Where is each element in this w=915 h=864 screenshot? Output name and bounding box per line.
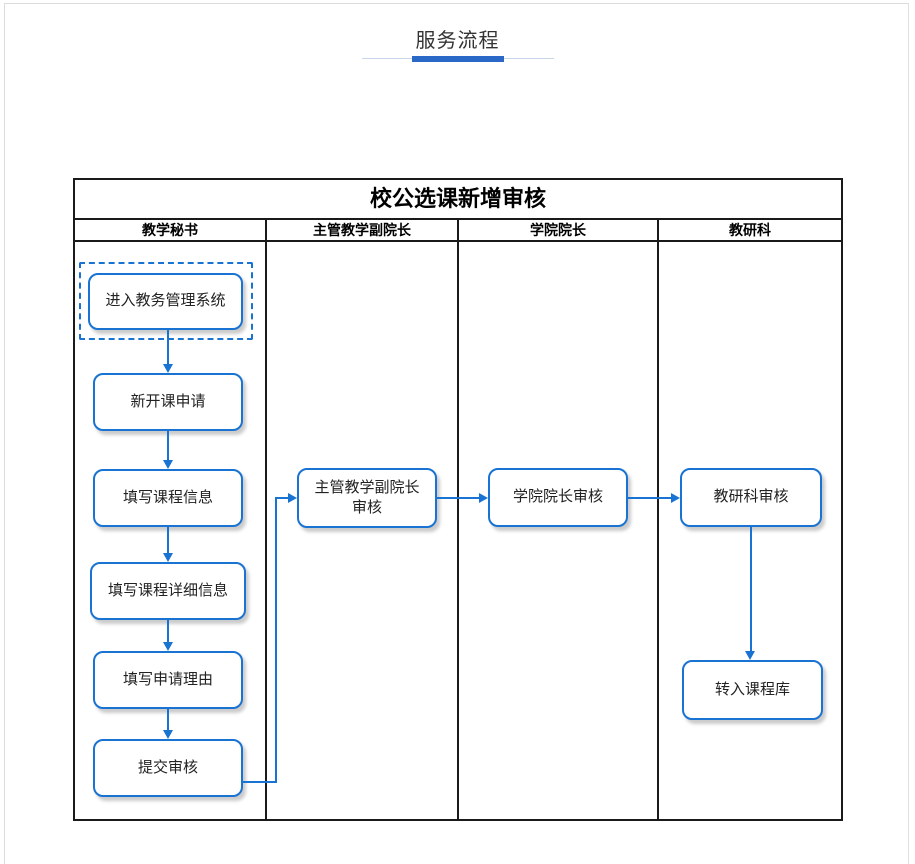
start-node-dashed-frame: [79, 262, 253, 340]
flow-node-label: 提交审核: [137, 758, 198, 776]
flow-node-submit-review: 提交审核: [93, 739, 243, 797]
flow-connector: [628, 497, 671, 499]
lane-header-vice-dean: 主管教学副院长: [313, 222, 411, 238]
flow-connector: [750, 527, 752, 651]
flow-node-label: 新开课申请: [130, 392, 206, 410]
flow-node-enter-system: 进入教务管理系统: [88, 273, 243, 330]
lane-separator-1: [265, 220, 267, 819]
flow-node-label: 填写课程详细信息: [107, 581, 228, 599]
flow-arrowhead: [163, 553, 173, 562]
flow-node-label: 教研科审核: [713, 488, 789, 506]
lane-header-teaching-secretary: 教学秘书: [142, 222, 198, 238]
flow-node-transfer-course-library: 转入课程库: [682, 660, 823, 720]
flow-node-label: 填写课程信息: [122, 488, 213, 506]
flow-arrowhead: [745, 651, 755, 660]
flow-arrowhead: [288, 493, 297, 503]
flow-node-vice-dean-review: 主管教学副院长 审核: [297, 468, 437, 528]
flow-connector: [275, 497, 288, 499]
flow-connector: [167, 431, 169, 460]
flow-node-new-course-request: 新开课申请: [93, 373, 243, 431]
flow-arrowhead: [163, 642, 173, 651]
flow-connector: [167, 330, 169, 364]
flow-arrowhead: [163, 460, 173, 469]
flow-connector: [167, 620, 169, 642]
flow-node-label: 转入课程库: [714, 680, 790, 698]
flow-node-college-dean-review: 学院院长审核: [488, 468, 628, 527]
page-border-right: [908, 3, 909, 864]
flow-node-label: 进入教务管理系统: [105, 292, 226, 310]
underline-accent-bar: [412, 56, 504, 62]
flow-connector: [275, 497, 277, 783]
flow-arrowhead: [671, 493, 680, 503]
flow-node-fill-course-details: 填写课程详细信息: [90, 562, 246, 620]
flowchart-table: 校公选课新增审核 教学秘书 主管教学副院长 学院院长 教研科 进入教务管理系统 …: [73, 178, 843, 821]
flow-node-fill-course-info: 填写课程信息: [93, 469, 243, 527]
section-title: 服务流程: [415, 30, 500, 52]
flow-connector: [167, 527, 169, 553]
lane-header-college-dean: 学院院长: [530, 222, 586, 238]
flow-node-teaching-research-review: 教研科审核: [680, 468, 822, 527]
page-border-top: [4, 3, 909, 4]
flow-arrowhead: [163, 364, 173, 373]
flow-arrowhead: [479, 493, 488, 503]
section-title-underline: [362, 56, 554, 62]
flow-arrowhead: [163, 730, 173, 739]
flow-connector: [437, 497, 479, 499]
lane-separator-3: [657, 220, 659, 819]
flow-connector: [167, 709, 169, 730]
page-border-left: [4, 3, 5, 864]
lane-header-teaching-research: 教研科: [729, 222, 771, 238]
flowchart-title-divider: [75, 218, 841, 220]
lane-separator-2: [457, 220, 459, 819]
flow-node-label: 填写申请理由: [122, 670, 213, 688]
flow-node-fill-reason: 填写申请理由: [93, 651, 243, 709]
flow-node-label: 学院院长审核: [512, 488, 603, 506]
flow-connector: [243, 781, 277, 783]
flow-node-label: 主管教学副院长 审核: [314, 478, 420, 516]
flowchart-title: 校公选课新增审核: [369, 186, 546, 211]
